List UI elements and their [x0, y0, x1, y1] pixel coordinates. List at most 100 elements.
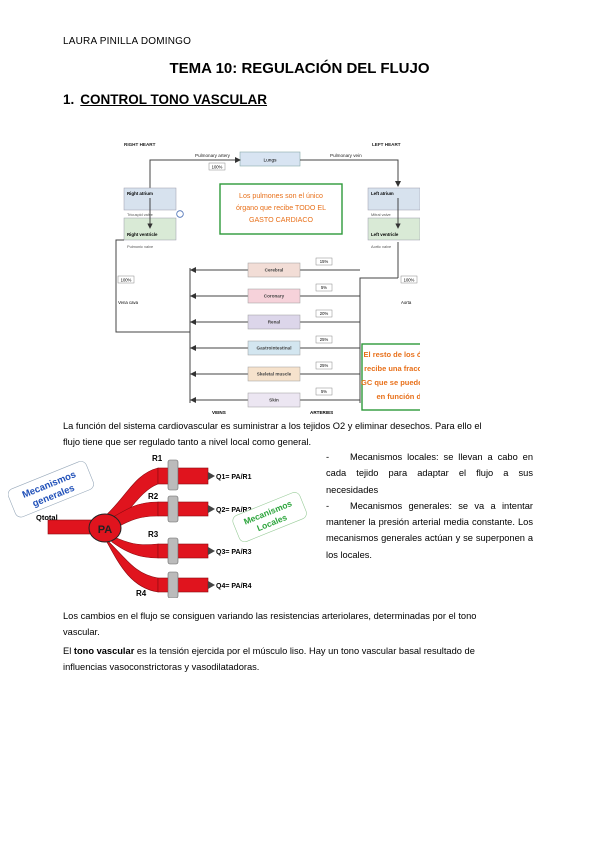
mitral-valve-label: Mitral valve — [371, 212, 391, 217]
organ-pct: 5% — [321, 389, 327, 394]
organ-row-3: Gastrointestinal 25% — [190, 335, 360, 356]
right-atrium-label: Right atrium — [127, 191, 153, 196]
organ-name: Gastrointestinal — [257, 346, 292, 351]
lungs-pct: 100% — [212, 164, 223, 169]
resistance-valve-r4 — [167, 571, 179, 598]
organ-box — [247, 262, 301, 278]
flow-q4: Q4= PA/R4 — [216, 583, 252, 590]
resistance-valve-r3 — [167, 537, 179, 565]
organ-pct-box — [315, 283, 333, 292]
organ-pct-box — [315, 335, 333, 344]
organ-pct: 5% — [321, 285, 327, 290]
organs-note-box — [361, 343, 420, 411]
qtotal-label: Qtotal — [36, 513, 58, 522]
resistance-valve-r2 — [167, 495, 179, 523]
pa-label: PA — [98, 524, 113, 536]
arteries-label: ARTERIES — [310, 410, 333, 415]
left-atrium-label: Left atrium — [371, 191, 394, 196]
left-heart-label: LEFT HEART — [372, 142, 401, 147]
left-ventricle-box — [367, 217, 420, 241]
organ-name: Renal — [268, 320, 281, 325]
organ-pct: 25% — [320, 363, 329, 368]
paragraph-vascular-tone-line-1: El tono vascular es la tensión ejercida … — [63, 646, 475, 656]
page-title: TEMA 10: REGULACIÓN DEL FLUJO — [169, 60, 430, 77]
lungs-label: Lungs — [263, 158, 277, 164]
intro-paragraph: La función del sistema cardiovascular es… — [63, 418, 533, 450]
organ-pct: 25% — [320, 337, 329, 342]
label-r2: R2 — [148, 492, 159, 501]
organ-arrow-icon — [190, 345, 196, 351]
left-atrium-box — [367, 187, 420, 211]
organ-box — [247, 314, 301, 330]
vessel-4 — [157, 577, 209, 593]
organs-note-line-4: en función de la — [376, 392, 420, 401]
flow-arrow-4 — [208, 581, 215, 589]
pulmonary-vein-label: Pulmonary vein — [330, 153, 362, 158]
bullet-general: -Mecanismos generales: se va a intentar … — [326, 500, 533, 560]
paragraph-resistance-line-2: vascular. — [63, 627, 100, 637]
flow-q2: Q2= PA/R2 — [216, 507, 252, 514]
organ-name: Skin — [269, 398, 279, 403]
paragraph-vascular-tone: El tono vascular es la tensión ejercida … — [63, 643, 533, 675]
circulation-diagram: RIGHT HEART LEFT HEART Pulmonary artery … — [115, 142, 420, 415]
organs-note-line-2: recibe una fracción del — [364, 364, 420, 373]
mechanism-bullets: -Mecanismos locales: se llevan a cabo en… — [326, 449, 533, 563]
organ-box — [247, 340, 301, 356]
organs-note-line-1: El resto de los órganos — [364, 350, 420, 359]
local-mechanisms-badge: Mecanismos Locales — [232, 492, 307, 543]
right-heart-label: RIGHT HEART — [124, 142, 156, 147]
resistance-valve-r1 — [167, 459, 179, 491]
label-r3: R3 — [148, 530, 159, 539]
intro-line-1: La función del sistema cardiovascular es… — [63, 421, 482, 431]
aorta-pct: 100% — [404, 277, 415, 282]
flow-q3: Q3= PA/R3 — [216, 549, 252, 556]
lungs-note-line-1: Los pulmones son el único — [239, 192, 323, 200]
vena-cava-label: Vena cava — [118, 300, 139, 305]
flow-diagram: PA R1 R2 R3 R4 Q1= PA/R1 Q2= PA/R2 Q3= P… — [8, 454, 307, 598]
flow-arrow-2 — [208, 505, 215, 513]
aorta-pct-box — [400, 275, 418, 284]
left-ventricle-label: Left ventricle — [371, 232, 399, 237]
section-number: 1. — [63, 92, 75, 107]
flow-arrow-3 — [208, 547, 215, 555]
pulmonary-artery-label: Pulmonary artery — [195, 153, 231, 158]
vessel-2 — [157, 501, 209, 517]
organ-pct-box — [315, 361, 333, 370]
organ-box — [247, 288, 301, 304]
pulmonic-valve-label: Pulmonic valve — [127, 244, 153, 249]
organ-arrow-icon — [190, 371, 196, 377]
label-r1: R1 — [152, 454, 163, 463]
organ-name: Cerebral — [265, 268, 284, 273]
vena-cava-pct-box — [117, 275, 135, 284]
lungs-pct-box — [208, 162, 226, 171]
vessel-1 — [157, 467, 209, 485]
veins-label: VEINS — [212, 410, 226, 415]
organ-pct-box — [315, 387, 333, 396]
flow-arrow-1 — [208, 472, 215, 480]
intro-line-2: flujo tiene que ser regulado tanto a niv… — [63, 437, 312, 447]
paragraph-vascular-tone-line-2: influencias vasoconstrictoras y vasodila… — [63, 662, 260, 672]
aortic-valve-label: Aortic valve — [371, 244, 391, 249]
organ-pct: 20% — [320, 311, 329, 316]
organ-row-0: Cerebral 15% — [190, 257, 360, 278]
aorta-label: Aorta — [401, 300, 412, 305]
lungs-note-line-2: órgano que recibe TODO EL — [236, 204, 326, 212]
organ-row-5: Skin 5% — [190, 387, 360, 408]
organ-box — [247, 366, 301, 382]
bullet-local: -Mecanismos locales: se llevan a cabo en… — [326, 452, 533, 495]
section-title: CONTROL TONO VASCULAR — [80, 92, 268, 107]
organ-pct: 15% — [320, 259, 329, 264]
lungs-note-line-3: GASTO CARDIACO — [249, 216, 314, 224]
organ-row-2: Renal 20% — [190, 309, 360, 330]
organ-arrow-icon — [190, 397, 196, 403]
section-heading: 1. CONTROL TONO VASCULAR — [63, 92, 267, 107]
paragraph-resistance-line-1: Los cambios en el flujo se consiguen var… — [63, 611, 477, 621]
valve-marker-icon — [176, 210, 184, 218]
tricuspid-valve-label: Tricuspid valve — [127, 212, 153, 217]
organ-arrow-icon — [190, 267, 196, 273]
lungs-note-box — [219, 183, 343, 235]
paragraph-resistance: Los cambios en el flujo se consiguen var… — [63, 608, 533, 640]
